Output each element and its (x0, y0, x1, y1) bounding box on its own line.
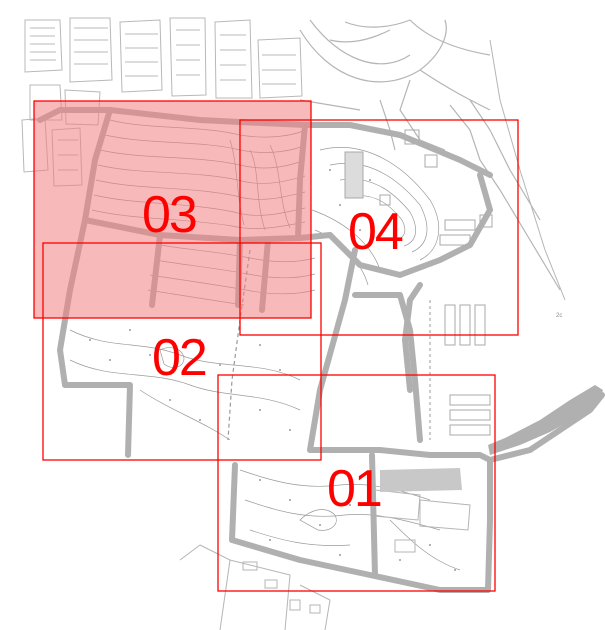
sheet-label-03: 03 (142, 186, 196, 244)
sheet-frame-03[interactable] (33, 100, 312, 319)
tree-symbols (89, 169, 456, 571)
lower-plots (179, 489, 471, 630)
sheet-frame-04[interactable] (239, 119, 519, 336)
sheet-label-02: 02 (152, 329, 206, 387)
sheet-03-highlight (34, 101, 311, 318)
map-annotation: 2c (556, 313, 562, 319)
east-verge (488, 385, 603, 455)
terrace-houses (344, 129, 493, 436)
sheet-label-01: 01 (327, 460, 381, 518)
sheet-frame-01[interactable] (217, 374, 496, 592)
sheet-overlays: 03 04 02 01 (33, 100, 519, 592)
east-rail (489, 39, 566, 301)
east-shed (380, 468, 462, 492)
sheet-frame-02[interactable] (42, 242, 322, 461)
sheet-label-04: 04 (348, 203, 403, 261)
